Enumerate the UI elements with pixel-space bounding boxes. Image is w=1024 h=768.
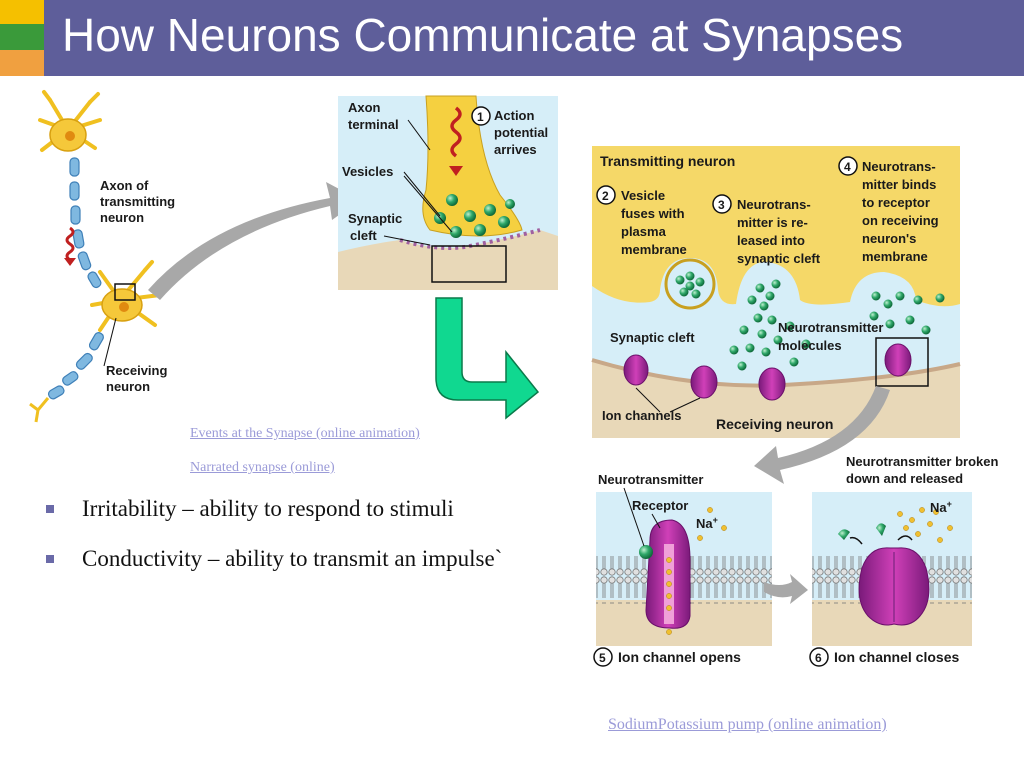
step-1-number: 1 xyxy=(477,110,484,124)
ion-channels-label: Ion channels xyxy=(602,408,681,423)
bullet-irritability: Irritability – ability to respond to sti… xyxy=(44,494,564,524)
bullet-marker xyxy=(46,505,54,513)
step-5-label: Ion channel opens xyxy=(618,649,741,665)
step-3-line3: leased into xyxy=(737,233,805,248)
na-label-right: Na+ xyxy=(930,499,952,515)
bullet-list: Irritability – ability to respond to sti… xyxy=(44,494,564,594)
step-2-number: 2 xyxy=(602,189,609,203)
step-4-line1: Neurotrans- xyxy=(862,159,936,174)
receiving-label-line1: Receiving xyxy=(106,363,167,378)
neurotransmitter-label: Neurotransmitter xyxy=(598,472,703,487)
step-4-line6: membrane xyxy=(862,249,928,264)
nt-molecules-line1: Neurotransmitter xyxy=(778,320,883,335)
bullet-text: Conductivity – ability to transmit an im… xyxy=(82,546,503,571)
bullet-conductivity: Conductivity – ability to transmit an im… xyxy=(44,544,564,574)
broken-down-line1: Neurotransmitter broken xyxy=(846,454,998,469)
step-4-line5: neuron's xyxy=(862,231,916,246)
neuron-illustration: Axon of transmitting neuron Receiving ne… xyxy=(29,90,175,423)
action-potential-line1: Action xyxy=(494,108,535,123)
axon-label-line2: transmitting xyxy=(100,194,175,209)
synaptic-cleft-line1: Synaptic xyxy=(348,211,402,226)
pump-link[interactable]: SodiumPotassium pump (online animation) xyxy=(608,716,887,733)
narrated-link[interactable]: Narrated synapse (online) xyxy=(190,460,335,475)
step-3-line2: mitter is re- xyxy=(737,215,808,230)
step-6-panel: Neurotransmitter broken down and release… xyxy=(809,454,998,667)
step-5-panel: Neurotransmitter Receptor Na+ 5 Ion chan… xyxy=(593,472,772,667)
synapse-diagram: Axon of transmitting neuron Receiving ne… xyxy=(29,90,998,667)
axon-label-line3: neuron xyxy=(100,210,144,225)
nt-molecules-line2: molecules xyxy=(778,338,842,353)
synaptic-cleft-label: Synaptic cleft xyxy=(610,330,695,345)
action-potential-line3: arrives xyxy=(494,142,537,157)
na-label-left: Na+ xyxy=(696,515,718,531)
step-4-line2: mitter binds xyxy=(862,177,936,192)
down-arrow xyxy=(754,386,890,484)
step-4-number: 4 xyxy=(844,160,851,174)
step-6-label: Ion channel closes xyxy=(834,649,959,665)
receiving-neuron-label: Receiving neuron xyxy=(716,416,833,432)
receptor-label: Receptor xyxy=(632,498,688,513)
bullet-marker xyxy=(46,555,54,563)
transmitting-neuron-header: Transmitting neuron xyxy=(600,153,735,169)
vesicles-label: Vesicles xyxy=(342,164,393,179)
zoom-arrow xyxy=(148,182,360,300)
step-4-line3: to receptor xyxy=(862,195,930,210)
step-6-number: 6 xyxy=(815,651,822,665)
corner-accent xyxy=(0,0,44,76)
step-3-number: 3 xyxy=(718,198,725,212)
axon-terminal-panel: Axon terminal Vesicles Synaptic cleft 1 … xyxy=(338,95,558,290)
green-bent-arrow xyxy=(435,297,540,420)
events-link[interactable]: Events at the Synapse (online animation) xyxy=(190,426,420,441)
step-3-line4: synaptic cleft xyxy=(737,251,821,266)
step-2-line2: fuses with xyxy=(621,206,685,221)
axon-terminal-line1: Axon xyxy=(348,100,381,115)
step-5-number: 5 xyxy=(599,651,606,665)
step-2-line1: Vesicle xyxy=(621,188,665,203)
step-2-line3: plasma xyxy=(621,224,667,239)
broken-down-line2: down and released xyxy=(846,471,963,486)
synapse-detail-panel: Transmitting neuron 2 Vesicle fuses with… xyxy=(591,146,961,438)
step-4-line4: on receiving xyxy=(862,213,939,228)
synaptic-cleft-line2: cleft xyxy=(350,228,377,243)
axon-label-line1: Axon of xyxy=(100,178,149,193)
bullet-text: Irritability – ability to respond to sti… xyxy=(82,496,454,521)
step-2-line4: membrane xyxy=(621,242,687,257)
slide-title: How Neurons Communicate at Synapses xyxy=(62,9,904,61)
title-bar xyxy=(44,0,1024,76)
right-arrow xyxy=(764,574,808,604)
action-potential-line2: potential xyxy=(494,125,548,140)
step-3-line1: Neurotrans- xyxy=(737,197,811,212)
receiving-label-line2: neuron xyxy=(106,379,150,394)
axon-terminal-line2: terminal xyxy=(348,117,399,132)
